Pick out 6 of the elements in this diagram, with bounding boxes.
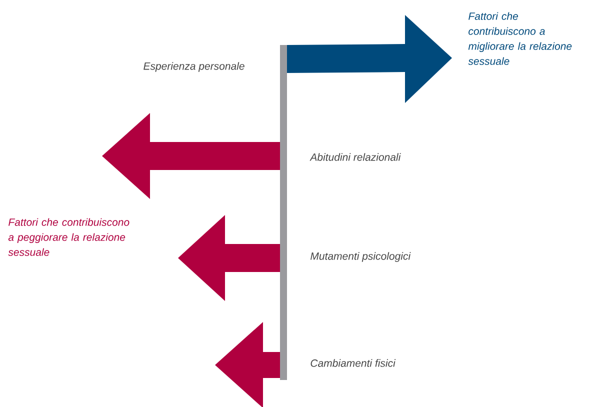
label: Mutamenti psicologici bbox=[310, 252, 411, 262]
label: Abitudini relazionali bbox=[310, 153, 401, 161]
label: Fattori che contribuiscono a migliorare la relazione sessuale bbox=[468, 12, 572, 65]
label: Cambiamenti fisici bbox=[310, 359, 396, 367]
label: Esperienza personale bbox=[144, 62, 244, 72]
label: Fattori che contribuiscono a peggiorare la relazione sessuale bbox=[8, 218, 130, 256]
